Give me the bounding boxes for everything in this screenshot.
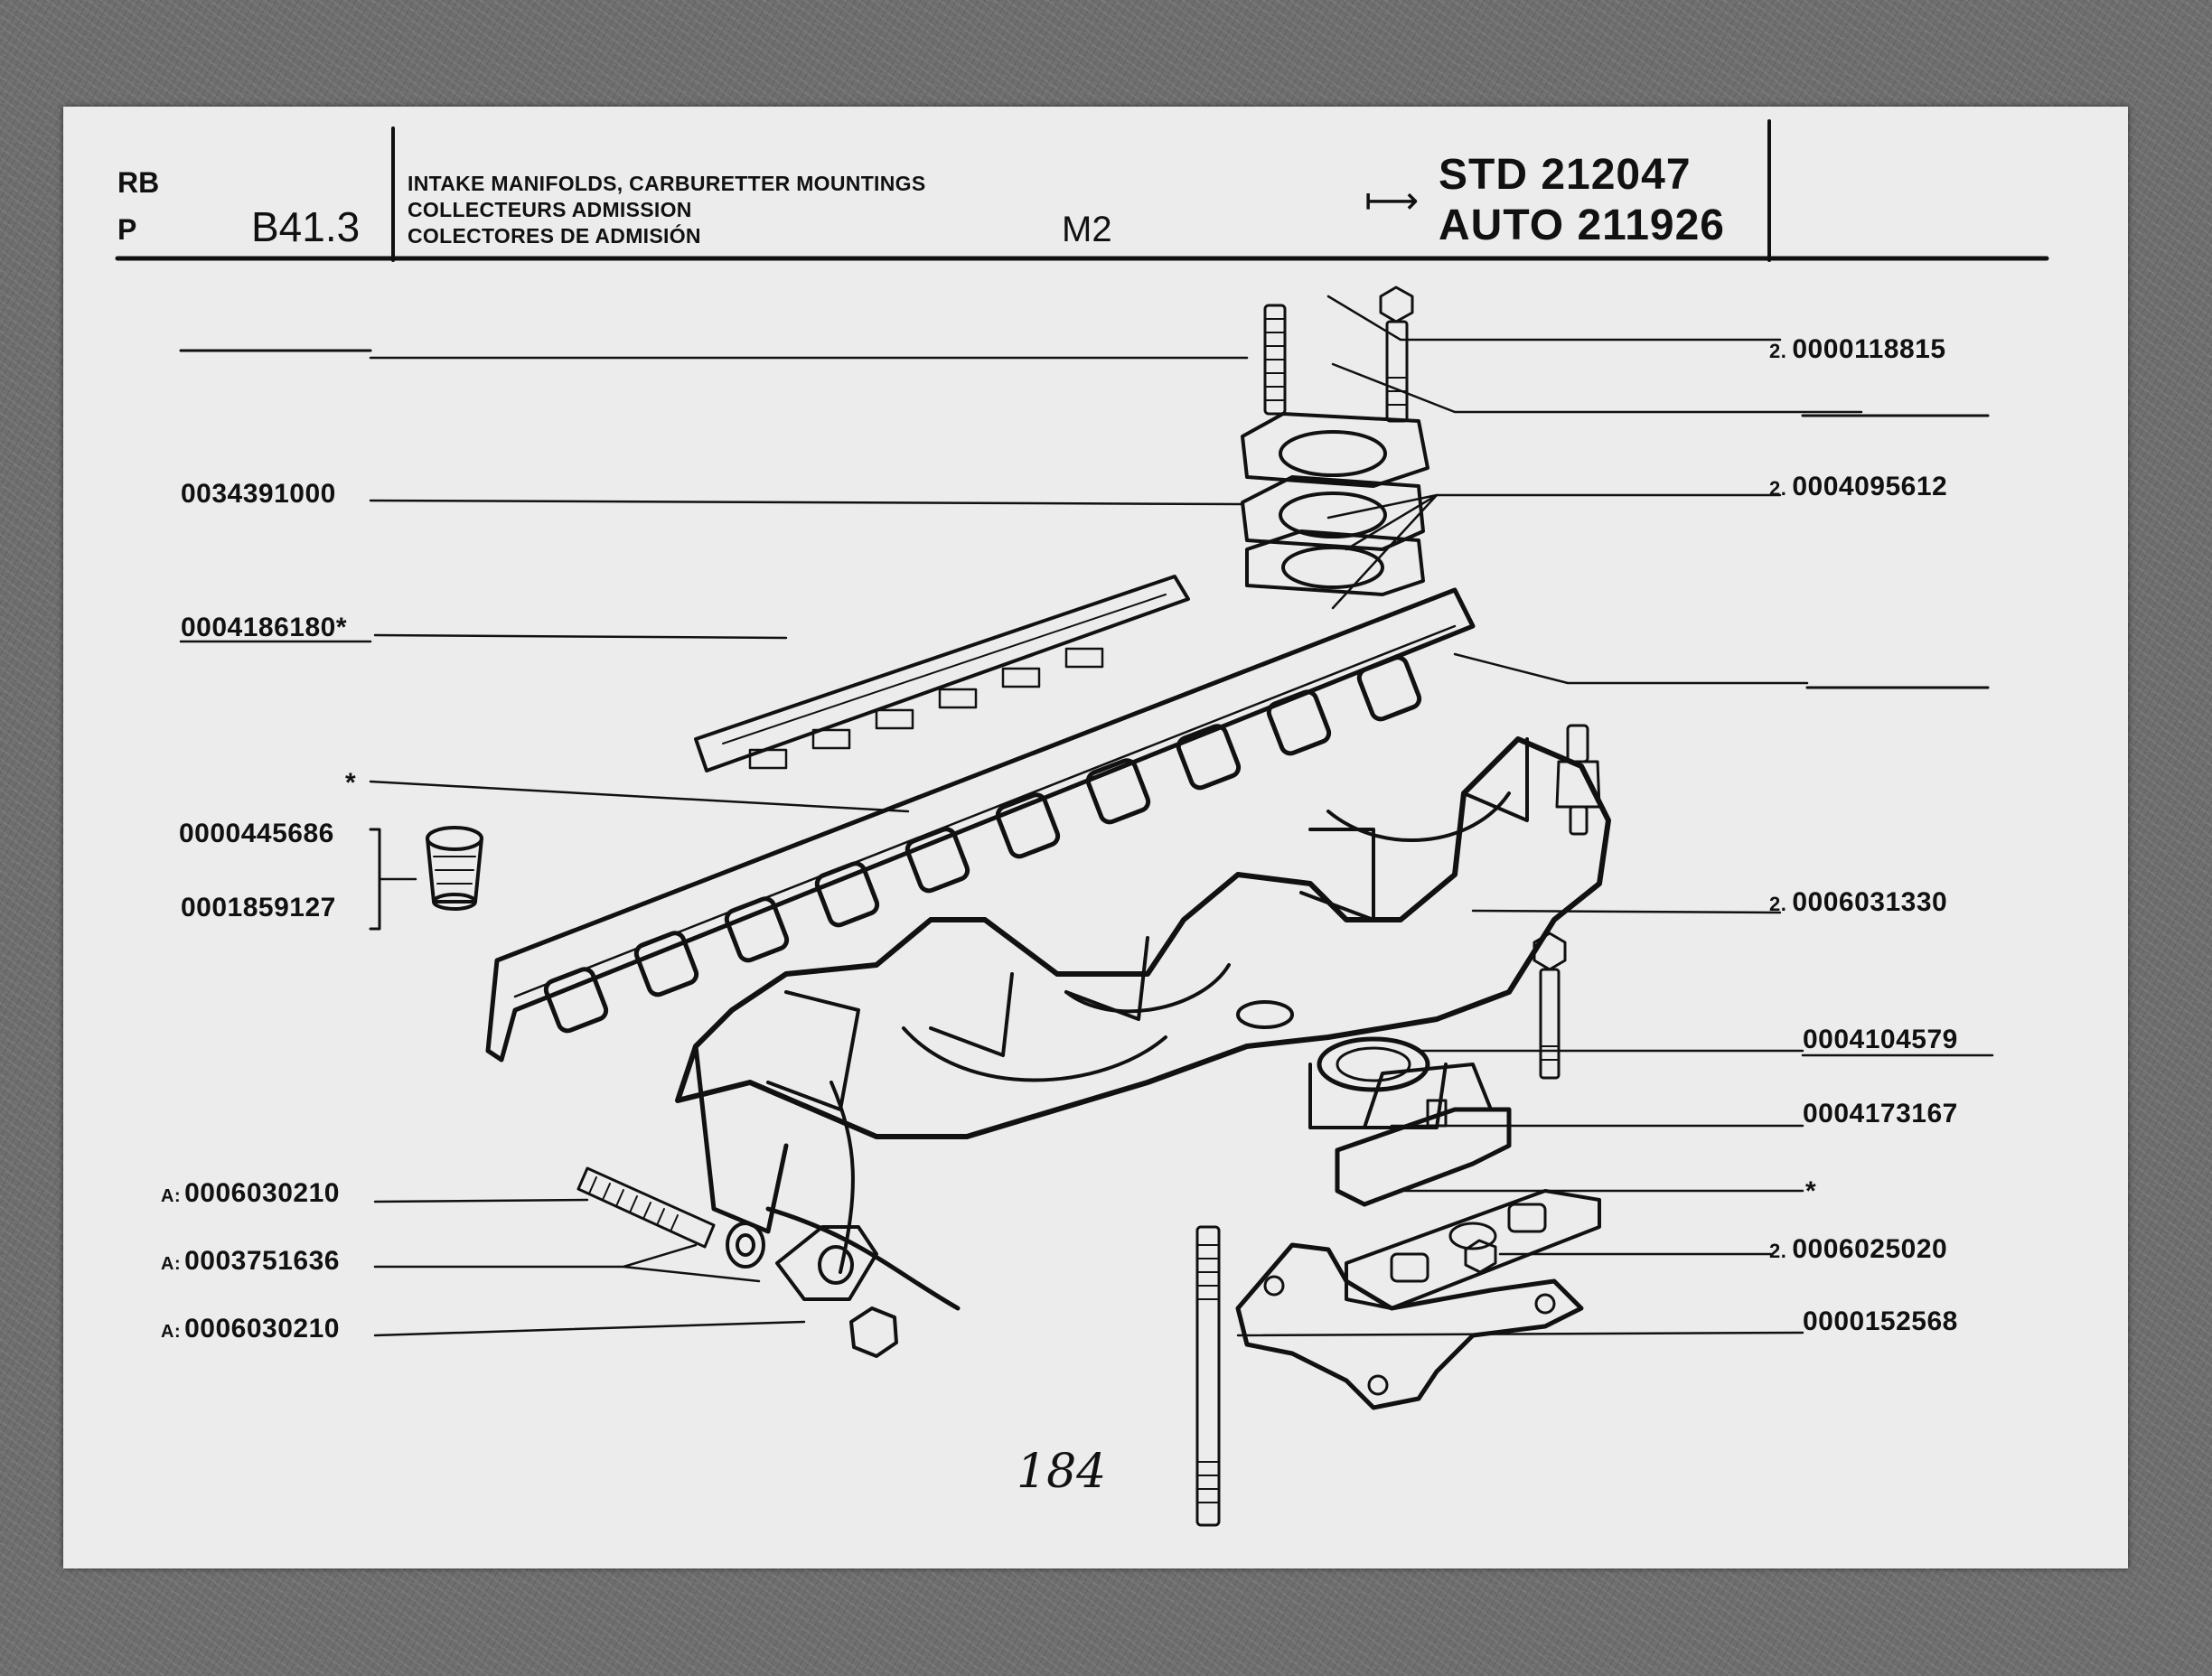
part-number: * (1805, 1176, 1817, 1206)
part-number: 0006031330 (1792, 887, 1948, 917)
gasket-sheet (694, 575, 1190, 772)
washer-small (726, 1222, 765, 1269)
parts-card: RB P B41.3 INTAKE MANIFOLDS, CARBURETTER… (63, 107, 2128, 1568)
bolt-top (1379, 286, 1414, 423)
arrow-right-icon: ⟼ (1364, 179, 1420, 221)
part-left: 0034391000 (181, 481, 336, 508)
part-suffix: * (335, 613, 348, 642)
part-right: 0004173167 (1803, 1100, 1958, 1128)
part-suffix: * (345, 768, 357, 798)
part-qty: 2. (1769, 477, 1787, 500)
leader-0000118815 (1326, 295, 1782, 342)
bolt-right (1532, 932, 1567, 1080)
title-en: INTAKE MANIFOLDS, CARBURETTER MOUNTINGS (408, 172, 926, 195)
part-number: 0004104579 (1803, 1025, 1958, 1054)
part-prefix: A: (161, 1322, 182, 1342)
wire-curve (830, 1081, 855, 1274)
bracket-plugs (369, 828, 381, 931)
stud-top (1263, 304, 1287, 416)
part-right: 2.0000118815 (1769, 336, 1946, 363)
leader-nipple (1453, 652, 1809, 685)
part-right: 2.0004095612 (1769, 473, 1947, 501)
part-qty: 2. (1769, 1240, 1787, 1262)
page-number: 184 (1017, 1445, 1107, 1499)
part-left: A:0006030210 (161, 1316, 340, 1343)
title-fr: COLLECTEURS ADMISSION (408, 198, 692, 221)
part-qty: 2. (1769, 893, 1787, 915)
leader-0000152568 (1236, 1331, 1804, 1337)
plug-icon (426, 826, 483, 911)
part-number: 0004173167 (1803, 1099, 1958, 1128)
stud-bottom-left (576, 1166, 716, 1249)
part-number: 0000152568 (1803, 1306, 1958, 1336)
part-right: 0000152568 (1803, 1308, 1958, 1335)
part-left: A:0003751636 (161, 1248, 340, 1275)
part-number: 0001859127 (181, 893, 336, 922)
part-number: 0004186180 (181, 613, 336, 642)
title-es: COLECTORES DE ADMISIÓN (408, 224, 701, 248)
part-qty: 2. (1769, 340, 1787, 362)
part-number: 0034391000 (181, 479, 336, 509)
washer-large (775, 1225, 878, 1301)
leader-0006031330 (1471, 909, 1782, 914)
stud-bottom (1195, 1225, 1221, 1527)
part-left-star: * (345, 770, 356, 797)
part-prefix: A: (161, 1186, 182, 1206)
fuel-pipe (765, 1206, 961, 1311)
leader-a-stud (373, 1198, 589, 1203)
part-left: A:0006030210 (161, 1180, 340, 1207)
carb-gaskets (1241, 412, 1429, 596)
nut-left (849, 1306, 898, 1358)
part-right: 2.0006031330 (1769, 889, 1947, 916)
part-number: 0006025020 (1792, 1234, 1948, 1264)
std-serial: STD 212047 (1439, 151, 1692, 199)
part-number: 0003751636 (184, 1246, 340, 1276)
part-number: 0000118815 (1792, 334, 1946, 364)
nut-right (1464, 1239, 1497, 1274)
part-prefix: A: (161, 1254, 182, 1274)
gasket-right (1345, 1189, 1601, 1310)
lang-p: P (117, 213, 137, 246)
part-left: 0001859127 (181, 894, 336, 922)
model-code: M2 (1062, 210, 1112, 249)
auto-serial: AUTO 211926 (1439, 201, 1725, 249)
manifold-casting (675, 736, 1611, 1234)
leader-0004186180 (373, 633, 788, 640)
part-number: 0004095612 (1792, 472, 1948, 501)
leader-0034391000 (369, 499, 1244, 506)
leader-a-nut (373, 1320, 806, 1337)
leader-star-left (369, 780, 910, 813)
leader-a-washer (373, 1243, 761, 1283)
exploded-view-drawing (115, 119, 2049, 1527)
part-number: 0000445686 (179, 819, 334, 848)
lang-rb: RB (117, 166, 160, 199)
group-code: B41.3 (251, 203, 361, 250)
part-number: 0006030210 (184, 1178, 340, 1208)
carb-flange (1335, 1063, 1512, 1207)
part-left: 0000445686 (179, 820, 334, 847)
manifold-gasket (485, 587, 1476, 1063)
part-right-star: * (1805, 1178, 1816, 1205)
part-right: 0004104579 (1803, 1026, 1958, 1053)
part-number: 0006030210 (184, 1314, 340, 1344)
leader-blank-stud (1331, 362, 1863, 414)
base-plate (1235, 1242, 1584, 1410)
nipple-fitting (1555, 724, 1601, 836)
part-right: 2.0006025020 (1769, 1236, 1947, 1263)
part-left: 0004186180* (181, 614, 347, 641)
